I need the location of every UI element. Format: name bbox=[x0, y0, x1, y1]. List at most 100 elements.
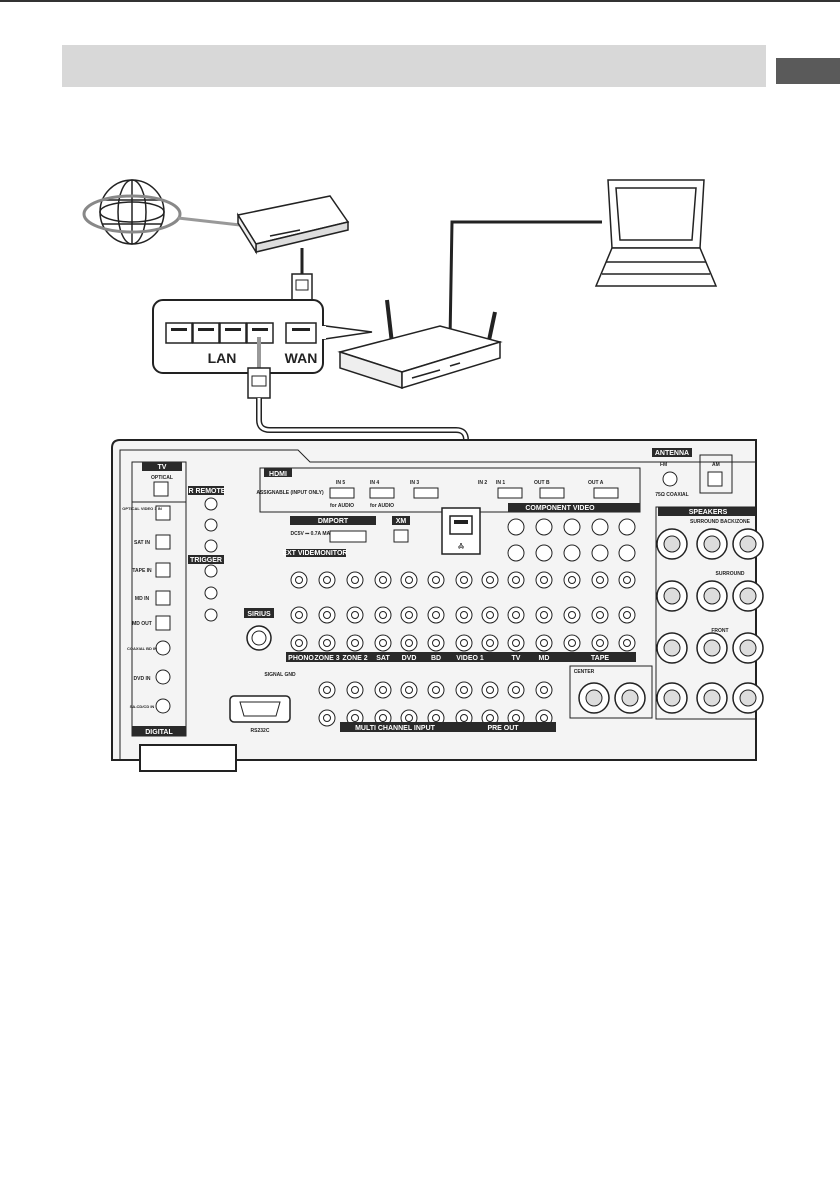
surround-label: SURROUND bbox=[716, 571, 745, 577]
component-video-jack bbox=[591, 544, 609, 562]
speaker-terminal-core bbox=[585, 689, 603, 707]
digital-input-label: SA-CD/CD IN bbox=[130, 704, 155, 709]
rca-jack-center bbox=[512, 576, 520, 584]
rca-jack-center bbox=[379, 639, 387, 647]
rca-jack-center bbox=[295, 611, 303, 619]
rca-jack-center bbox=[323, 714, 331, 722]
speaker-terminals bbox=[578, 528, 764, 714]
for-audio-label: for AUDIO bbox=[370, 503, 394, 509]
rca-jack-center bbox=[460, 576, 468, 584]
rs232c-port: RS232C SIGNAL GND bbox=[229, 672, 296, 734]
rca-jack-center bbox=[432, 686, 440, 694]
component-video-jack bbox=[618, 518, 636, 536]
speaker-terminal-core bbox=[703, 535, 721, 553]
hdmi-in-label: IN 5 bbox=[336, 480, 345, 486]
front-label: FRONT bbox=[711, 628, 728, 634]
speaker-terminal-core bbox=[703, 689, 721, 707]
digital-input-section: TV OPTICAL OPTICAL VIDEO 1 IN SAT IN TAP… bbox=[122, 461, 187, 737]
digital-input-label: OPTICAL VIDEO 1 IN bbox=[122, 506, 162, 511]
rca-jack-center bbox=[540, 714, 548, 722]
speakers-section: SPEAKERS SURROUND BACK/ZONE SURROUND FRO… bbox=[569, 506, 757, 720]
digital-input-label: MD IN bbox=[135, 596, 150, 602]
router-port-callout: LAN WAN bbox=[152, 299, 373, 374]
digital-input-label: COAXIAL BD IN bbox=[127, 646, 157, 651]
component-video-section: COMPONENT VIDEO bbox=[508, 503, 640, 512]
rca-jack-center bbox=[623, 611, 631, 619]
speaker-terminal-core bbox=[739, 535, 757, 553]
rca-jack-center bbox=[623, 576, 631, 584]
rca-jack-center bbox=[323, 611, 331, 619]
rca-jack-center bbox=[432, 576, 440, 584]
rca-jack-center bbox=[460, 714, 468, 722]
component-video-jack bbox=[563, 544, 581, 562]
component-video-jack bbox=[507, 544, 525, 562]
rca-jack-center bbox=[323, 576, 331, 584]
hdmi-in-label: IN 3 bbox=[410, 480, 419, 486]
component-video-jack bbox=[618, 544, 636, 562]
rca-jack-center bbox=[540, 686, 548, 694]
rca-jack-center bbox=[512, 611, 520, 619]
hdmi-out-label: OUT A bbox=[588, 480, 604, 486]
input-label: ZONE 3 bbox=[314, 655, 339, 662]
rs232c-label: RS232C bbox=[251, 728, 270, 734]
speakers-label: SPEAKERS bbox=[689, 509, 728, 516]
rca-jack-center bbox=[460, 686, 468, 694]
rca-jack-center bbox=[596, 611, 604, 619]
speaker-terminal-core bbox=[703, 587, 721, 605]
rca-jack-center bbox=[351, 714, 359, 722]
rca-jack-center bbox=[351, 686, 359, 694]
component-video-label: COMPONENT VIDEO bbox=[525, 505, 595, 512]
sirius-label: SIRIUS bbox=[247, 611, 271, 618]
rca-jack-center bbox=[512, 639, 520, 647]
ext-video-label: EXT VIDEO bbox=[282, 550, 320, 557]
rca-jack-center bbox=[486, 639, 494, 647]
modem-icon bbox=[236, 195, 350, 255]
rca-jack-center bbox=[379, 686, 387, 694]
sirius-section: SIRIUS bbox=[244, 608, 274, 651]
rca-jack-center bbox=[379, 611, 387, 619]
monitor-section-label-group: EXT VIDEO MONITOR bbox=[282, 549, 347, 557]
rca-jack-center bbox=[379, 576, 387, 584]
digital-input-label: SAT IN bbox=[134, 540, 150, 546]
rca-jack-center bbox=[540, 611, 548, 619]
tv-label: TV bbox=[158, 464, 167, 471]
lan-port-label: LAN bbox=[208, 350, 237, 366]
speaker-terminal-core bbox=[621, 689, 639, 707]
rca-jack-center bbox=[351, 611, 359, 619]
speaker-terminal-core bbox=[663, 535, 681, 553]
rca-jack-center bbox=[379, 714, 387, 722]
ir-remote-trigger-section: IR REMOTE TRIGGER bbox=[187, 486, 226, 622]
rca-jack-center bbox=[295, 576, 303, 584]
rca-jack-center bbox=[486, 611, 494, 619]
rca-jack-center bbox=[432, 714, 440, 722]
rca-jack-center bbox=[295, 639, 303, 647]
multi-channel-input-label: MULTI CHANNEL INPUT bbox=[355, 725, 436, 732]
component-video-jack bbox=[507, 518, 525, 536]
rca-jack-center bbox=[405, 686, 413, 694]
rca-jack-center bbox=[540, 576, 548, 584]
center-label: CENTER bbox=[574, 669, 595, 675]
section-heading-band bbox=[62, 45, 766, 87]
rca-jack-center bbox=[323, 639, 331, 647]
rca-jack-center bbox=[596, 639, 604, 647]
hdmi-section: HDMI ASSIGNABLE (INPUT ONLY) IN 5 IN 4 I… bbox=[256, 467, 641, 513]
rca-jack-center bbox=[351, 576, 359, 584]
fm-coaxial-label: 75Ω COAXIAL bbox=[655, 492, 688, 498]
fm-label: FM bbox=[660, 462, 667, 468]
rca-jack-center bbox=[540, 639, 548, 647]
top-rule bbox=[0, 0, 840, 2]
rca-jack-center bbox=[512, 686, 520, 694]
rca-jack-center bbox=[486, 714, 494, 722]
speaker-terminal-core bbox=[739, 689, 757, 707]
receiver-rear-panel bbox=[111, 439, 757, 772]
input-label: SAT bbox=[376, 655, 390, 662]
rca-jack-center bbox=[568, 639, 576, 647]
rca-jack-center bbox=[568, 611, 576, 619]
chapter-side-tab bbox=[776, 58, 840, 84]
input-label: VIDEO 1 bbox=[456, 655, 484, 662]
rca-jack-center bbox=[460, 639, 468, 647]
dmport-xm-section: DMPORT DC5V ⎓ 0.7A MAX XM bbox=[290, 516, 410, 543]
rca-jack-center bbox=[512, 714, 520, 722]
